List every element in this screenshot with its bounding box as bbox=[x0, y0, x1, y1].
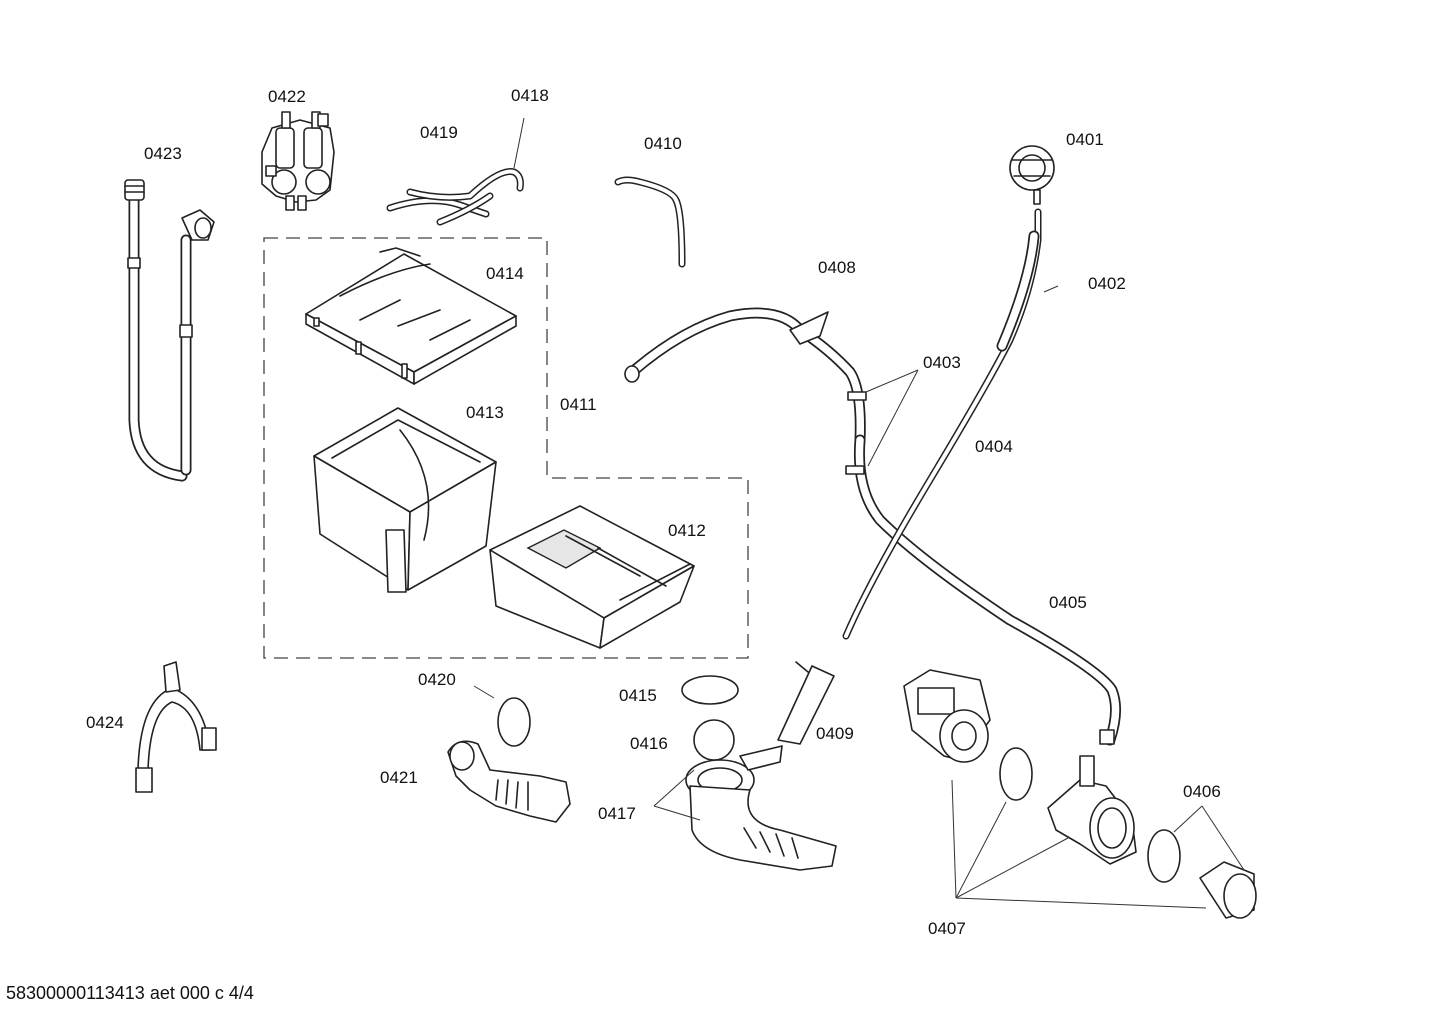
label-0421: 0421 bbox=[380, 768, 418, 787]
part-0404-tube bbox=[842, 208, 1042, 640]
dashed-group-0411 bbox=[263, 237, 749, 659]
label-0409: 0409 bbox=[816, 724, 854, 743]
part-0417-sump bbox=[685, 745, 837, 871]
label-0402: 0402 bbox=[1088, 274, 1126, 293]
label-0413: 0413 bbox=[466, 403, 504, 422]
label-0416: 0416 bbox=[630, 734, 668, 753]
part-0412-detergent-drawer bbox=[489, 505, 695, 649]
leader-lines bbox=[473, 117, 1245, 909]
label-0415: 0415 bbox=[619, 686, 657, 705]
label-0412: 0412 bbox=[668, 521, 706, 540]
label-0406: 0406 bbox=[1183, 782, 1221, 801]
label-0403: 0403 bbox=[923, 353, 961, 372]
label-0407: 0407 bbox=[928, 919, 966, 938]
part-0415-ring bbox=[681, 675, 739, 705]
label-0404: 0404 bbox=[975, 437, 1013, 456]
part-0420-ring bbox=[497, 697, 531, 747]
part-0413-dispenser-housing bbox=[313, 407, 497, 593]
label-0423: 0423 bbox=[144, 144, 182, 163]
label-0405: 0405 bbox=[1049, 593, 1087, 612]
part-0419-0418-hoses bbox=[386, 168, 524, 226]
part-0401-pressure-switch bbox=[1009, 145, 1055, 205]
part-0416-ball bbox=[693, 719, 735, 761]
label-0411: 0411 bbox=[560, 395, 597, 414]
label-0410: 0410 bbox=[644, 134, 682, 153]
part-0423-inlet-hose bbox=[124, 179, 215, 482]
label-0422: 0422 bbox=[268, 87, 306, 106]
label-0408: 0408 bbox=[818, 258, 856, 277]
label-0418: 0418 bbox=[511, 86, 549, 105]
part-0421-hose bbox=[447, 740, 571, 823]
label-0424: 0424 bbox=[86, 713, 124, 732]
part-0405-hose bbox=[845, 391, 1121, 746]
part-0424-hose-bracket bbox=[135, 661, 217, 793]
part-0406-filter bbox=[1147, 829, 1257, 919]
label-0417: 0417 bbox=[598, 804, 636, 823]
label-0401: 0401 bbox=[1066, 130, 1104, 149]
label-0419: 0419 bbox=[420, 123, 458, 142]
part-0414-dispenser-lid bbox=[305, 247, 517, 385]
part-0407-drain-pump bbox=[903, 669, 1137, 865]
part-0410-hose bbox=[614, 176, 686, 268]
part-0409-sensor bbox=[777, 661, 835, 745]
drawing-number-footer: 58300000113413 aet 000 c 4/4 bbox=[6, 983, 254, 1003]
label-0414: 0414 bbox=[486, 264, 524, 283]
label-0420: 0420 bbox=[418, 670, 456, 689]
part-0408-hose bbox=[624, 307, 866, 446]
part-0422-inlet-valve bbox=[261, 111, 335, 211]
